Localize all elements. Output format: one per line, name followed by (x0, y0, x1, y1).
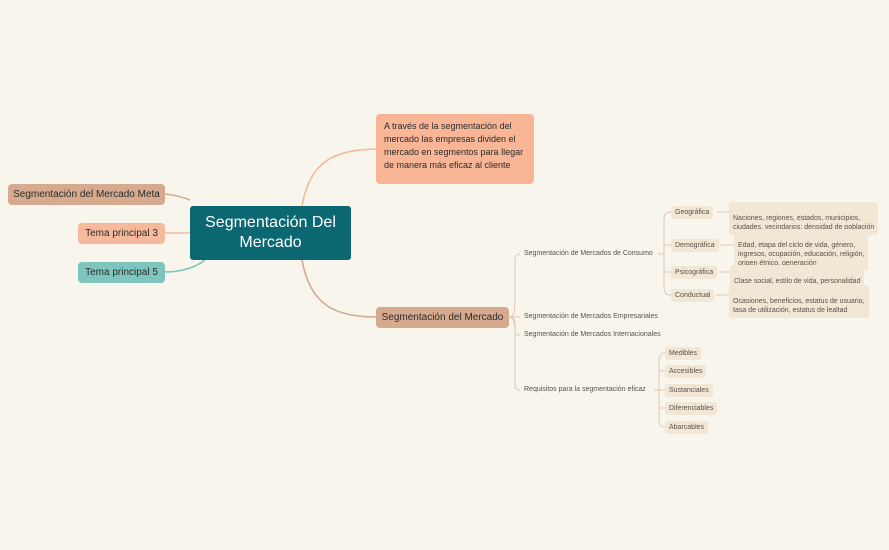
detail-text: Edad, etapa del ciclo de vida, género, i… (738, 242, 865, 267)
subtopic-label: Segmentación de Mercados de Consumo (524, 250, 653, 257)
link-note (301, 148, 377, 207)
subtopic-label: Segmentación de Mercados Internacionales (524, 331, 661, 338)
link-consumo-branch (658, 211, 672, 296)
chip-accesibles[interactable]: Accesibles (665, 365, 707, 378)
central-topic[interactable]: Segmentación Del Mercado (190, 206, 351, 260)
subtopic-mercados-consumo[interactable]: Segmentación de Mercados de Consumo (520, 249, 657, 258)
link-tema5 (164, 259, 206, 273)
chip-label: Medibles (669, 350, 698, 357)
link-segm (301, 259, 377, 318)
subtopic-label: Segmentación de Mercados Empresariales (524, 313, 658, 320)
topic-segmentacion-mercado-meta[interactable]: Segmentación del Mercado Meta (8, 184, 165, 205)
chip-psicografica[interactable]: Psicográfica (671, 266, 718, 279)
detail-text: Naciones, regiones, estados, municipios,… (733, 215, 875, 231)
chip-geografica[interactable]: Geográfica (671, 206, 714, 219)
chip-label: Geográfica (675, 209, 710, 216)
chip-label: Demográfica (675, 242, 715, 249)
topic-label: Segmentación del Mercado Meta (13, 189, 160, 200)
link-meta (164, 193, 191, 201)
detail-text: Clase social, estilo de vida, personalid… (734, 278, 861, 285)
topic-label: Tema principal 3 (85, 228, 158, 239)
subtopic-requisitos[interactable]: Requisitos para la segmentación eficaz (520, 385, 650, 394)
chip-label: Conductual (675, 292, 711, 299)
chip-conductual[interactable]: Conductual (671, 289, 715, 302)
subtopic-mercados-empresariales[interactable]: Segmentación de Mercados Empresariales (520, 312, 662, 321)
topic-note[interactable]: A través de la segmentación del mercado … (376, 114, 534, 184)
chip-label: Sustanciales (669, 387, 709, 394)
chip-label: Diferenciables (669, 405, 714, 412)
chip-label: Abarcables (669, 424, 705, 431)
detail-conductual[interactable]: Ocasiones, beneficios, estatus de usuari… (729, 285, 869, 318)
subtopic-label: Requisitos para la segmentación eficaz (524, 386, 646, 393)
subtopic-mercados-internacionales[interactable]: Segmentación de Mercados Internacionales (520, 330, 665, 339)
topic-tema-principal-3[interactable]: Tema principal 3 (78, 223, 165, 244)
chip-diferenciables[interactable]: Diferenciables (665, 402, 718, 415)
chip-medibles[interactable]: Medibles (665, 347, 702, 360)
detail-text: Ocasiones, beneficios, estatus de usuari… (733, 298, 865, 314)
chip-demografica[interactable]: Demográfica (671, 239, 719, 252)
note-text: A través de la segmentación del mercado … (384, 121, 524, 170)
topic-label: Segmentación del Mercado (381, 312, 504, 323)
central-topic-label: Segmentación Del Mercado (205, 214, 336, 251)
link-requisitos-branch (654, 352, 666, 428)
chip-label: Accesibles (669, 368, 703, 375)
link-segm-consumo (508, 253, 521, 318)
chip-abarcables[interactable]: Abarcables (665, 421, 709, 434)
link-segm-requisitos (508, 316, 521, 391)
chip-sustanciales[interactable]: Sustanciales (665, 384, 713, 397)
topic-tema-principal-5[interactable]: Tema principal 5 (78, 262, 165, 283)
topic-label: Tema principal 5 (85, 267, 158, 278)
topic-segmentacion-del-mercado[interactable]: Segmentación del Mercado (376, 307, 509, 328)
detail-demografica[interactable]: Edad, etapa del ciclo de vida, género, i… (734, 229, 869, 271)
chip-label: Psicográfica (675, 269, 714, 276)
